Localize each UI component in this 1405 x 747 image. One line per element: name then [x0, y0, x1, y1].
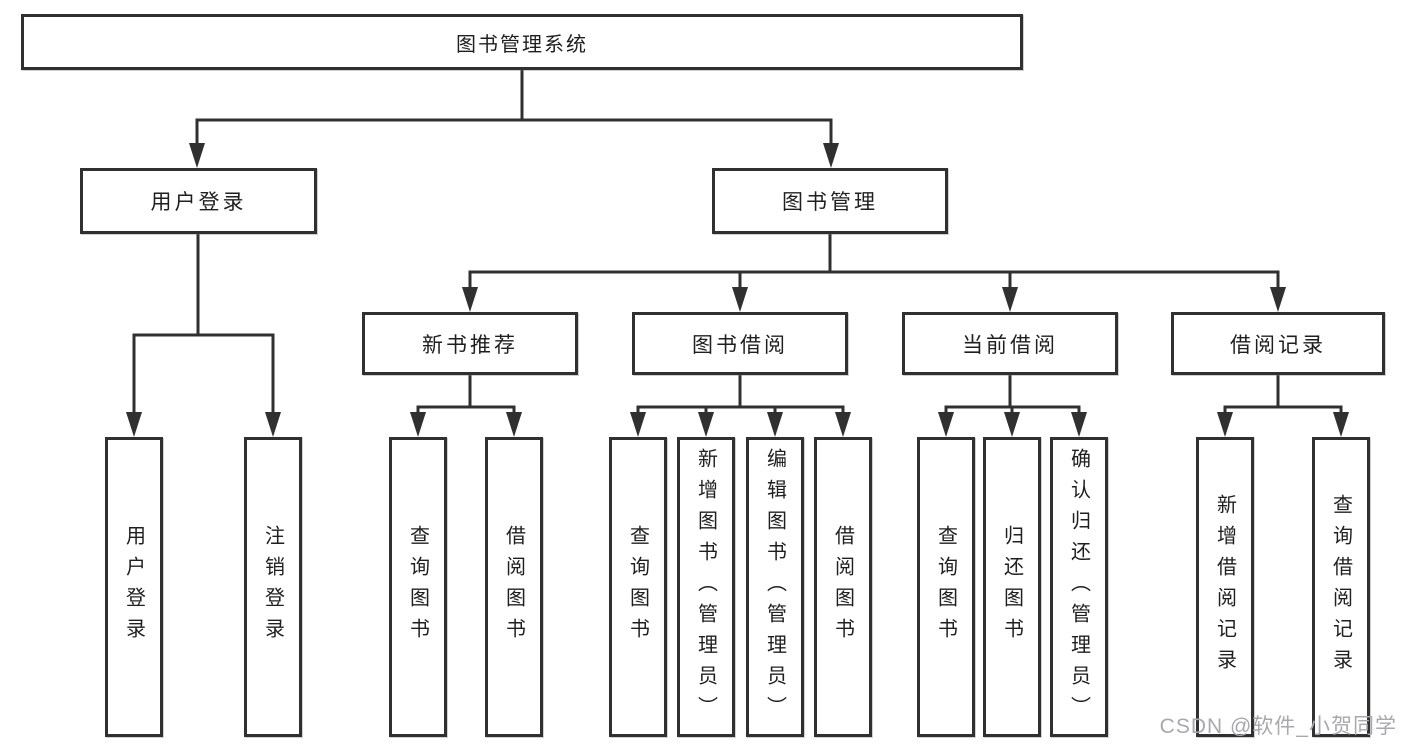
leaf-search-books-borrow: 查询图书 — [609, 437, 667, 737]
leaf-search-books-current-label: 查询图书 — [934, 525, 957, 649]
node-book-management-label: 图书管理 — [782, 191, 878, 214]
leaf-user-login-label: 用户登录 — [122, 525, 145, 649]
leaf-add-borrow-record-label: 新增借阅记录 — [1213, 494, 1236, 680]
leaf-user-login: 用户登录 — [105, 437, 163, 737]
node-book-management: 图书管理 — [712, 168, 948, 234]
leaf-confirm-return-admin: 确认归还（管理员） — [1050, 437, 1108, 737]
leaf-search-books-current: 查询图书 — [917, 437, 975, 737]
leaf-logout: 注销登录 — [244, 437, 302, 737]
node-borrow-records: 借阅记录 — [1171, 312, 1385, 375]
leaf-search-borrow-record: 查询借阅记录 — [1312, 437, 1370, 737]
node-new-book-recommend: 新书推荐 — [362, 312, 578, 375]
node-book-borrow-label: 图书借阅 — [692, 333, 788, 357]
leaf-borrow-books: 借阅图书 — [814, 437, 872, 737]
leaf-edit-books-admin-label: 编辑图书（管理员） — [763, 447, 786, 727]
leaf-logout-label: 注销登录 — [261, 525, 284, 649]
leaf-confirm-return-admin-label: 确认归还（管理员） — [1067, 447, 1090, 727]
connector-borrow-records-to-leaves — [1217, 373, 1349, 437]
csdn-watermark: CSDN @软件_小贺同学 — [1159, 715, 1397, 738]
node-current-borrow-label: 当前借阅 — [962, 333, 1058, 357]
node-user-login-label: 用户登录 — [150, 191, 247, 214]
leaf-return-books: 归还图书 — [983, 437, 1041, 737]
connector-book-management-to-level3 — [462, 232, 1286, 312]
leaf-borrow-books-recommend: 借阅图书 — [485, 437, 543, 737]
leaf-search-borrow-record-label: 查询借阅记录 — [1329, 494, 1352, 680]
node-borrow-records-label: 借阅记录 — [1230, 333, 1326, 357]
node-new-book-recommend-label: 新书推荐 — [422, 333, 518, 357]
leaf-borrow-books-recommend-label: 借阅图书 — [502, 525, 525, 649]
leaf-return-books-label: 归还图书 — [1000, 525, 1023, 649]
connector-book-borrow-to-leaves — [630, 373, 851, 437]
leaf-borrow-books-label: 借阅图书 — [831, 525, 854, 649]
leaf-add-borrow-record: 新增借阅记录 — [1196, 437, 1254, 737]
node-user-login: 用户登录 — [80, 168, 317, 234]
connector-new-book-recommend-to-leaves — [410, 373, 522, 437]
node-book-borrow: 图书借阅 — [632, 312, 848, 375]
leaf-search-books-borrow-label: 查询图书 — [626, 525, 649, 649]
leaf-add-books-admin: 新增图书（管理员） — [677, 437, 735, 737]
connector-root-to-level2 — [189, 68, 839, 168]
connector-user-login-to-leaves — [126, 232, 281, 437]
leaf-search-books-recommend-label: 查询图书 — [406, 525, 429, 649]
node-root-label: 图书管理系统 — [456, 33, 588, 56]
node-current-borrow: 当前借阅 — [902, 312, 1118, 375]
leaf-add-books-admin-label: 新增图书（管理员） — [694, 447, 717, 727]
node-root: 图书管理系统 — [21, 14, 1023, 70]
connector-current-borrow-to-leaves — [938, 373, 1087, 437]
leaf-edit-books-admin: 编辑图书（管理员） — [746, 437, 804, 737]
leaf-search-books-recommend: 查询图书 — [389, 437, 447, 737]
